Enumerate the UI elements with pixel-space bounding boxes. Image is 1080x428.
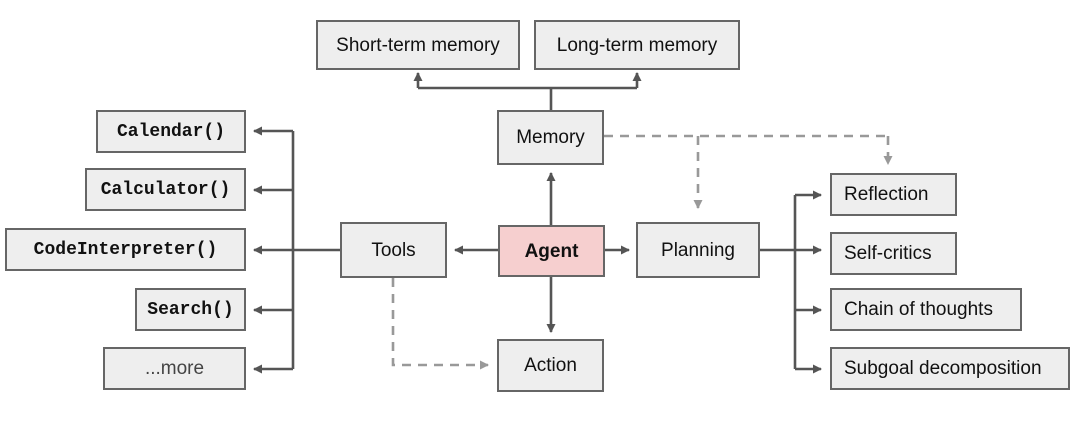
node-label: Long-term memory	[556, 34, 718, 56]
node-tool-calendar[interactable]: Calendar()	[96, 110, 246, 153]
node-label: Planning	[661, 239, 735, 261]
node-planning[interactable]: Planning	[636, 222, 760, 278]
node-agent[interactable]: Agent	[498, 225, 605, 277]
node-label: Reflection	[844, 184, 929, 205]
node-label: Memory	[516, 127, 585, 148]
node-tool-more[interactable]: ...more	[103, 347, 246, 390]
edge-tools-dashed-action	[391, 278, 489, 370]
node-long-term-memory[interactable]: Long-term memory	[534, 20, 740, 70]
node-label: Calendar()	[116, 121, 226, 142]
node-tool-codeinterpreter[interactable]: CodeInterpreter()	[5, 228, 246, 271]
node-label: ...more	[144, 358, 205, 379]
node-short-term-memory[interactable]: Short-term memory	[316, 20, 520, 70]
node-label: CodeInterpreter()	[33, 239, 218, 260]
node-tools[interactable]: Tools	[340, 222, 447, 278]
node-label: Search()	[147, 299, 234, 320]
node-label: Tools	[371, 239, 416, 261]
node-label: Action	[524, 355, 577, 376]
node-action[interactable]: Action	[497, 339, 604, 392]
node-memory[interactable]: Memory	[497, 110, 604, 165]
node-label: Subgoal decomposition	[844, 358, 1042, 379]
node-planning-chain-of-thoughts[interactable]: Chain of thoughts	[830, 288, 1022, 331]
node-planning-subgoal-decomposition[interactable]: Subgoal decomposition	[830, 347, 1070, 390]
node-label: Short-term memory	[336, 34, 500, 56]
node-label: Self-critics	[844, 243, 932, 264]
node-planning-reflection[interactable]: Reflection	[830, 173, 957, 216]
node-planning-self-critics[interactable]: Self-critics	[830, 232, 957, 275]
node-tool-calculator[interactable]: Calculator()	[85, 168, 246, 211]
node-tool-search[interactable]: Search()	[135, 288, 246, 331]
node-label: Agent	[524, 240, 579, 262]
node-label: Calculator()	[100, 179, 231, 200]
node-label: Chain of thoughts	[844, 299, 993, 320]
